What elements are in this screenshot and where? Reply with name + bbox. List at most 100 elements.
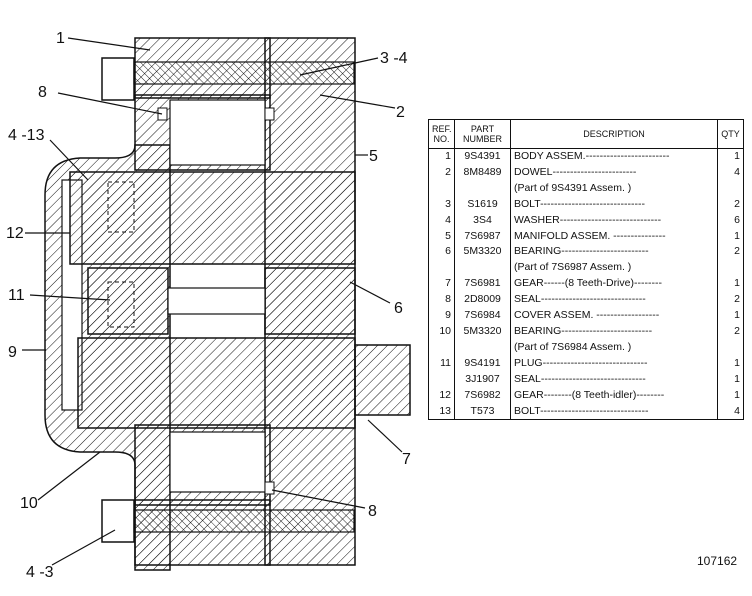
- part-number-cell: 5M3320: [454, 244, 511, 261]
- qty-cell: 2: [717, 244, 744, 261]
- table-row: (Part of 9S4391 Assem. ): [428, 180, 744, 197]
- qty-cell: 1: [717, 355, 744, 372]
- part-number-cell: S1619: [454, 196, 511, 213]
- qty-cell: 1: [717, 387, 744, 404]
- qty-cell: [717, 339, 744, 356]
- bolt-top: [101, 57, 355, 101]
- ref-cell: 12: [428, 387, 455, 404]
- callout-10: 10: [20, 495, 38, 512]
- description-cell: (Part of 7S6984 Assem. ): [510, 339, 718, 356]
- ref-cell: 11: [428, 355, 455, 372]
- idler-gear: [69, 99, 356, 265]
- callout-4-3: 4 -3: [26, 564, 54, 581]
- description-cell: SEAL------------------------------: [510, 292, 718, 309]
- ref-cell: 2: [428, 164, 455, 181]
- ref-cell: 4: [428, 212, 455, 229]
- qty-cell: 1: [717, 308, 744, 324]
- callout-7: 7: [402, 451, 411, 468]
- ref-cell: 13: [428, 403, 455, 421]
- part-number-cell: 9S4191: [454, 355, 511, 372]
- description-cell: MANIFOLD ASSEM. ---------------: [510, 228, 718, 245]
- callout-8-top: 8: [38, 84, 47, 101]
- qty-cell: 1: [717, 276, 744, 293]
- description-cell: GEAR--------(8 Teeth-idler)--------: [510, 387, 718, 404]
- qty-cell: 6: [717, 212, 744, 229]
- qty-cell: 2: [717, 292, 744, 309]
- description-cell: BODY ASSEM.------------------------: [510, 148, 718, 165]
- qty-cell: 1: [717, 228, 744, 245]
- table-row: (Part of 7S6984 Assem. ): [428, 339, 744, 356]
- ref-cell: 9: [428, 308, 455, 324]
- drive-gear: [77, 337, 411, 493]
- ref-cell: 3: [428, 196, 455, 213]
- callout-11: 11: [8, 287, 25, 304]
- part-number-cell: 5M3320: [454, 323, 511, 340]
- callout-6: 6: [394, 300, 403, 317]
- description-cell: (Part of 9S4391 Assem. ): [510, 180, 718, 197]
- ref-cell: [428, 260, 455, 277]
- callout-12: 12: [6, 225, 24, 242]
- description-cell: BEARING-------------------------: [510, 244, 718, 261]
- callout-4-13: 4 -13: [8, 127, 45, 144]
- part-number-cell: 7S6981: [454, 276, 511, 293]
- description-cell: BOLT-------------------------------: [510, 403, 718, 421]
- callout-2: 2: [396, 104, 405, 121]
- description-cell: COVER ASSEM. ------------------: [510, 308, 718, 324]
- description-cell: DOWEL------------------------: [510, 164, 718, 181]
- figure-number: 107162: [697, 554, 737, 568]
- callout-9: 9: [8, 344, 17, 361]
- qty-cell: 4: [717, 403, 744, 421]
- callout-3-4: 3 -4: [380, 50, 408, 67]
- part-number-cell: T573: [454, 403, 511, 421]
- qty-cell: 2: [717, 196, 744, 213]
- part-number-cell: 2D8009: [454, 292, 511, 309]
- description-cell: SEAL------------------------------: [510, 371, 718, 388]
- description-cell: WASHER-----------------------------: [510, 212, 718, 229]
- callout-1: 1: [56, 30, 65, 47]
- part-number-cell: [454, 260, 511, 277]
- part-number-cell: 8M8489: [454, 164, 511, 181]
- part-number-cell: [454, 180, 511, 197]
- bolt-bottom: [101, 499, 355, 543]
- description-cell: GEAR------(8 Teeth-Drive)--------: [510, 276, 718, 293]
- qty-cell: 1: [717, 148, 744, 165]
- header-ref-no: REF.NO.: [428, 119, 455, 149]
- ref-cell: [428, 180, 455, 197]
- bearing-middle: [87, 267, 356, 335]
- header-qty: QTY: [717, 119, 744, 149]
- callout-5: 5: [369, 148, 378, 165]
- part-number-cell: 7S6984: [454, 308, 511, 324]
- qty-cell: [717, 260, 744, 277]
- qty-cell: 2: [717, 323, 744, 340]
- qty-cell: 4: [717, 164, 744, 181]
- leader-lines: [22, 37, 403, 566]
- seal-bottom: [264, 481, 275, 495]
- part-number-cell: 9S4391: [454, 148, 511, 165]
- ref-cell: 10: [428, 323, 455, 340]
- part-number-cell: 7S6982: [454, 387, 511, 404]
- ref-cell: [428, 339, 455, 356]
- ref-cell: 1: [428, 148, 455, 165]
- description-cell: PLUG------------------------------: [510, 355, 718, 372]
- qty-cell: 1: [717, 371, 744, 388]
- part-number-cell: 3J1907: [454, 371, 511, 388]
- header-description: DESCRIPTION: [510, 119, 718, 149]
